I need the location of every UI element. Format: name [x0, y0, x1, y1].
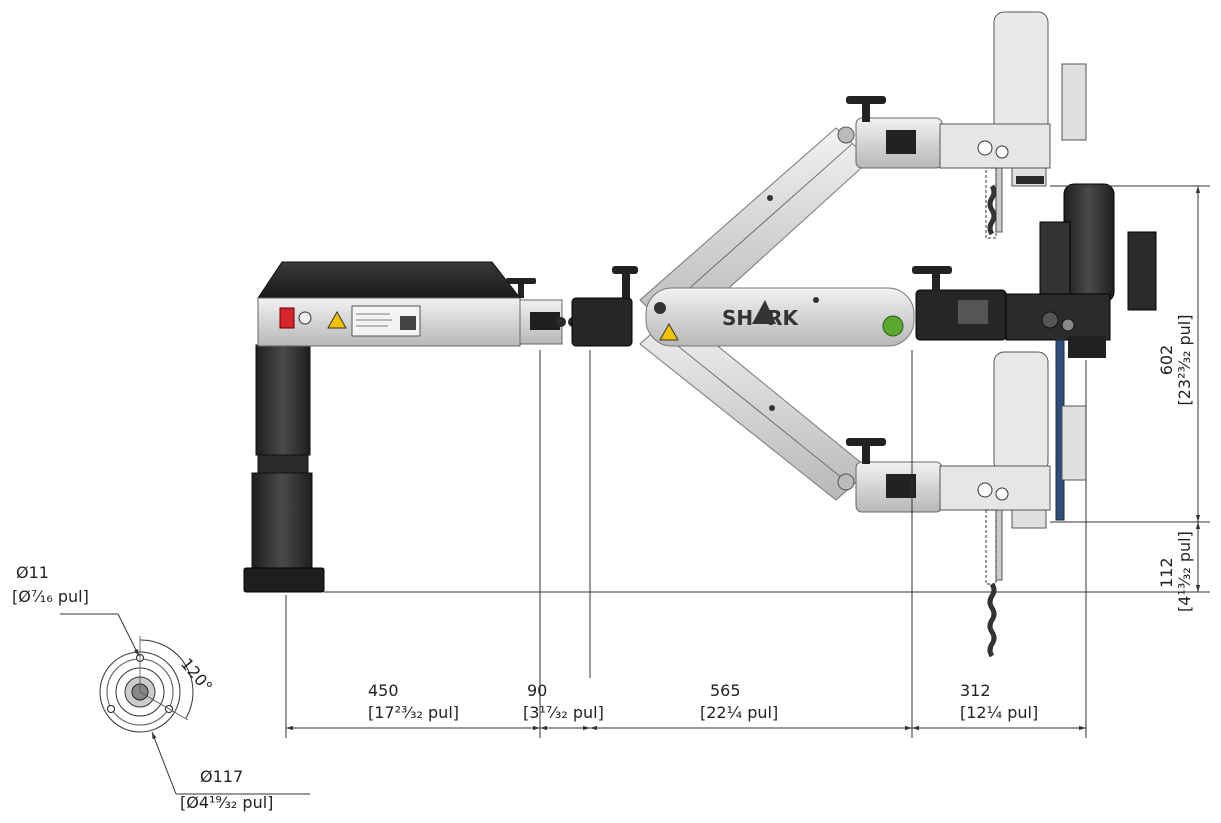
- mounting-hole: [107, 705, 115, 713]
- dimension-arrows: [286, 186, 1201, 731]
- warning-icon: [659, 322, 679, 341]
- flange-diameter-value: Ø117: [200, 767, 243, 786]
- angle-120: 120°: [177, 654, 216, 696]
- flange-diameter-imperial: [Ø4¹⁹⁄₃₂ pul]: [180, 793, 273, 812]
- power-switch: [279, 307, 295, 329]
- power-indicator: [298, 311, 312, 325]
- warning-icon: [327, 310, 347, 329]
- hole-diameter-imperial: [Ø⁷⁄₁₆ pul]: [12, 587, 89, 606]
- dim-90-value: 90: [527, 681, 547, 700]
- dim-565-value: 565: [710, 681, 741, 700]
- base-column: [243, 344, 325, 593]
- dim-565-imperial: [22¼ pul]: [700, 703, 778, 722]
- arm-main-horizontal: SH RK: [645, 287, 915, 347]
- joint-block-1: [571, 266, 638, 347]
- dim-112-imperial: [4¹³⁄₃₂ pul]: [1175, 531, 1194, 612]
- head-joint-bottom: [846, 438, 943, 513]
- coolant-hose-top: [987, 184, 997, 236]
- tapping-head-middle: [1005, 183, 1157, 521]
- green-badge-icon: [882, 315, 904, 337]
- head-joint-middle: [912, 266, 1007, 341]
- dim-112-value: 112: [1157, 557, 1176, 588]
- dim-602-imperial: [23²³⁄₃₂ pul]: [1175, 315, 1194, 406]
- base-housing: [257, 261, 578, 347]
- extension-lines: [285, 185, 1210, 738]
- dim-450-value: 450: [368, 681, 399, 700]
- dim-90-imperial: [3¹⁷⁄₃₂ pul]: [523, 703, 604, 722]
- head-joint-top: [846, 96, 943, 169]
- dim-602-value: 602: [1157, 345, 1176, 376]
- dim-312-value: 312: [960, 681, 991, 700]
- tapping-head-top: [939, 11, 1087, 239]
- tapping-head-bottom: [939, 351, 1087, 658]
- dim-312-imperial: [12¼ pul]: [960, 703, 1038, 722]
- hole-diameter-value: Ø11: [16, 563, 49, 582]
- dim-450-imperial: [17²³⁄₃₂ pul]: [368, 703, 459, 722]
- flange-detail: [60, 613, 310, 795]
